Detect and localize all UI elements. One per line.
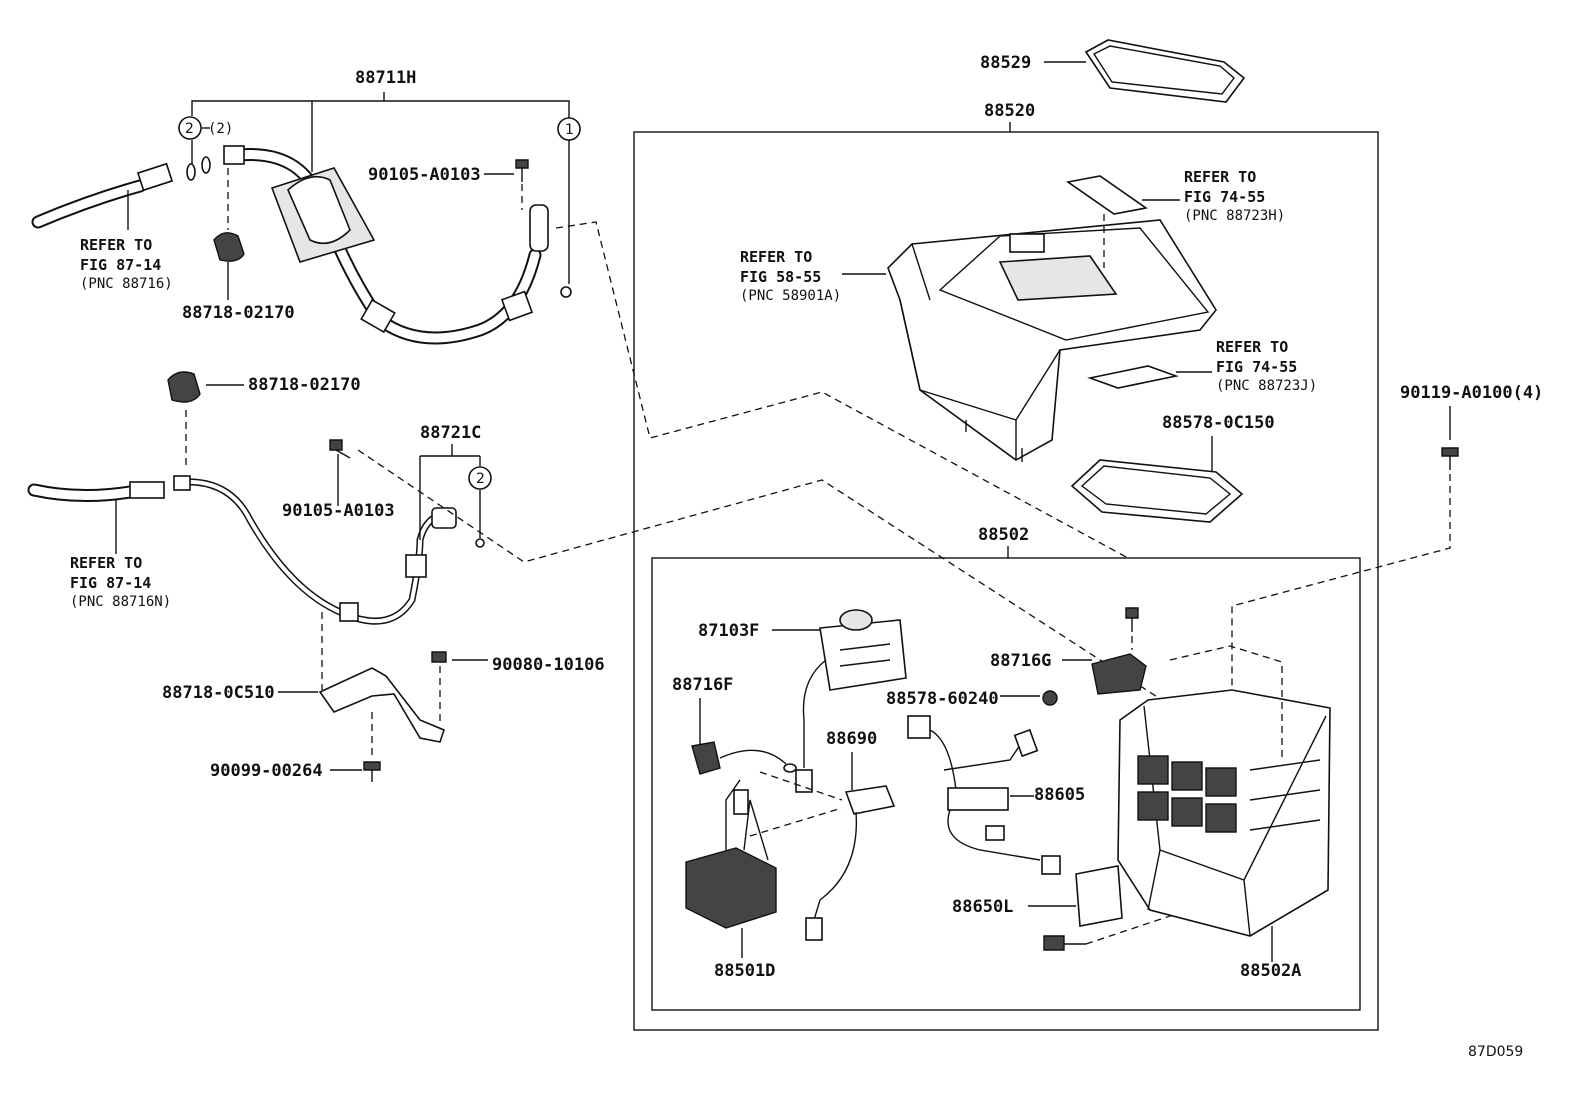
callout-1-text: 1 [565,122,574,138]
callout-2-text: 2 [185,121,194,137]
label-88718-02170-b: 88718-02170 [248,375,361,395]
circle-callout-1 [557,117,581,141]
label-87103f: 87103F [698,621,759,641]
label-90080-10106: 90080-10106 [492,655,605,675]
seal-88578-0c150 [1070,459,1244,523]
callout-2-count: (2) [208,121,233,137]
refer-87-14-b-line3: (PNC 88716N) [70,594,171,610]
o-ring-a [186,163,196,181]
label-88578-60240: 88578-60240 [886,689,999,709]
label-sticker-j [1087,365,1179,389]
pipe-assembly-88721c: 88718-02170 REFER TO FIG 87-14 (PNC 8871… [27,371,605,782]
label-88716f: 88716F [672,675,733,695]
refer-58-55-line3: (PNC 58901A) [740,288,841,304]
refer-58-55-line1: REFER TO [740,248,812,266]
hose-assembly-88711h: 88711H 2 (2) 1 REFER TO FIG 87-14 (PNC 8… [31,68,581,345]
harness-88605 [947,787,1009,811]
circle-callout-2 [178,116,202,140]
refer-74-55-j-line2: FIG 74-55 [1216,358,1297,376]
refer-87-14-a-line3: (PNC 88716) [80,276,173,292]
label-88711h: 88711H [355,68,416,88]
thermistor-88690 [844,785,896,815]
label-sticker-h [1065,175,1149,215]
callout-2b-text: 2 [476,471,485,487]
muffler [287,175,351,245]
actuator-87103f [819,619,907,691]
label-88716g: 88716G [990,651,1051,671]
label-88502a: 88502A [1240,961,1301,981]
label-90105-a0103-b: 90105-A0103 [282,501,395,521]
amplifier-88650l [1075,865,1123,927]
frame-88502 [651,557,1361,1011]
label-88718-02170-a: 88718-02170 [182,303,295,323]
clamp-88718-02170-b [167,371,201,403]
label-88605: 88605 [1034,785,1085,805]
sensor-88716g [1091,653,1147,695]
label-88529: 88529 [980,53,1031,73]
clip-88578-60240 [1042,690,1058,706]
refer-58-55-line2: FIG 58-55 [740,268,821,286]
refer-74-55-h-line2: FIG 74-55 [1184,188,1265,206]
label-90099-00264: 90099-00264 [210,761,323,781]
refer-87-14-a-line1: REFER TO [80,236,152,254]
assembly-88520: 88520 REFER TO FIG 74-55 (PNC 88723H) RE… [633,101,1543,1031]
label-88520: 88520 [984,101,1035,121]
diagram-code: 87D059 [1468,1044,1523,1060]
label-88721c: 88721C [420,423,481,443]
label-88578-0c150: 88578-0C150 [1162,413,1275,433]
refer-74-55-j-line1: REFER TO [1216,338,1288,356]
refer-74-55-h-line3: (PNC 88723H) [1184,208,1285,224]
refer-74-55-j-line3: (PNC 88723J) [1216,378,1317,394]
bracket-88718-0c510 [318,667,445,743]
label-88502: 88502 [978,525,1029,545]
pad-88529 [1084,39,1246,103]
label-88690: 88690 [826,729,877,749]
refer-87-14-a-line2: FIG 87-14 [80,256,161,274]
label-90105-a0103-a: 90105-A0103 [368,165,481,185]
label-88650l: 88650L [952,897,1013,917]
clamp-88718-02170-a [213,232,245,262]
label-88718-0c510: 88718-0C510 [162,683,275,703]
assembly-88502: 88502 87103F 88716F 88690 88501D [651,525,1361,1011]
refer-74-55-h-line1: REFER TO [1184,168,1256,186]
label-88501d: 88501D [714,961,775,981]
cover-88529: 88529 [980,39,1246,103]
circle-callout-2b [468,466,492,490]
sensor-88716f [691,741,721,775]
label-90119-a0100: 90119-A0100(4) [1400,383,1543,403]
refer-87-14-b-line1: REFER TO [70,554,142,572]
evaporator-88501d [685,847,777,929]
o-ring-b [201,156,211,174]
refer-87-14-b-line2: FIG 87-14 [70,574,151,592]
frame-88520 [633,131,1379,1031]
